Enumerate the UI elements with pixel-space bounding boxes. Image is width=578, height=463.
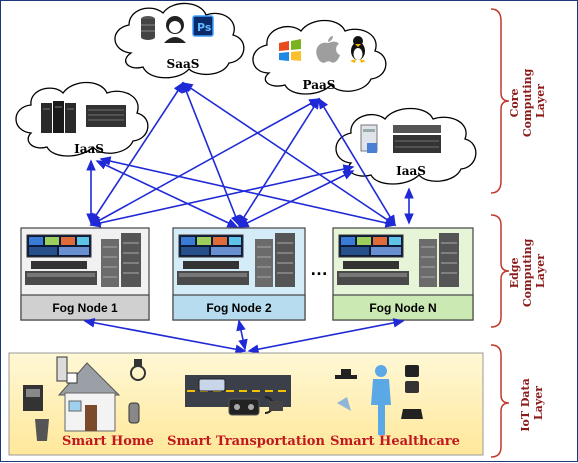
fog-node-n-label: Fog Node N: [369, 301, 436, 315]
server-rack-icon: [255, 233, 295, 287]
database-icon: [141, 16, 155, 40]
fog-node-2-label: Fog Node 2: [206, 301, 272, 315]
edge-layer-line-3: Layer: [534, 254, 547, 288]
control-room-icon: [177, 234, 249, 285]
photoshop-icon: Ps: [192, 15, 214, 37]
cloud-saas: Ps SaaS: [114, 2, 245, 79]
cloud-iaas-right: IaaS: [335, 107, 477, 185]
core-layer-line-2: Computing: [521, 68, 534, 137]
server-rack-icon: [101, 233, 141, 287]
edge-layer-line-2: Computing: [521, 238, 534, 307]
rack-server-icon: [86, 105, 126, 127]
iot-data-panel: Smart Home Smart Transportation Smart He…: [8, 352, 484, 456]
edge-layer-brace: [490, 214, 510, 328]
core-layer-line-3: Layer: [534, 84, 547, 118]
edge-layer-line-1: Edge: [508, 258, 521, 289]
control-room-icon: [337, 234, 409, 285]
edge-iot-connections: [83, 318, 405, 354]
cloud-iaas-left: IaaS: [15, 81, 149, 157]
fog-node-1-label: Fog Node 1: [52, 301, 118, 315]
smart-home-label: Smart Home: [62, 434, 154, 449]
iot-layer-line-2: Layer: [532, 386, 545, 420]
windows-icon: [279, 39, 301, 61]
cloud-paas: PaaS: [252, 19, 387, 95]
saas-label: SaaS: [167, 57, 200, 71]
smart-healthcare-icon: [335, 365, 423, 435]
server-rack-icon: [419, 233, 459, 287]
ellipsis-separator: …: [310, 259, 328, 279]
iot-layer-label: IoT Data Layer: [519, 374, 545, 431]
smart-transportation-icon: [185, 375, 291, 416]
fog-node-n: Fog Node N: [332, 227, 474, 321]
core-layer-line-1: Core: [508, 88, 521, 117]
core-edge-connections: [86, 81, 414, 228]
core-layer-label: Core Computing Layer: [508, 65, 547, 137]
smart-healthcare-label: Smart Healthcare: [330, 434, 460, 449]
iot-layer-line-1: IoT Data: [519, 378, 532, 431]
fog-node-2: Fog Node 2: [172, 227, 306, 321]
smart-transportation-label: Smart Transportation: [167, 434, 325, 449]
iaas-right-label: IaaS: [396, 164, 426, 178]
iot-layer-brace: [490, 344, 510, 458]
linux-icon: [350, 36, 366, 63]
iaas-left-label: IaaS: [74, 142, 104, 156]
control-room-icon: [25, 234, 97, 285]
paas-label: PaaS: [303, 78, 336, 92]
rack-server-icon: [393, 125, 441, 153]
fog-node-1: Fog Node 1: [20, 227, 150, 321]
svg-text:Ps: Ps: [197, 21, 212, 34]
smart-home-icon: [23, 356, 146, 441]
server-tower-icon: [41, 101, 76, 133]
edge-layer-label: Edge Computing Layer: [508, 235, 547, 307]
core-layer-brace: [490, 8, 510, 194]
support-agent-icon: [164, 16, 186, 43]
apple-icon: [316, 36, 340, 63]
desktop-server-icon: [360, 124, 378, 153]
